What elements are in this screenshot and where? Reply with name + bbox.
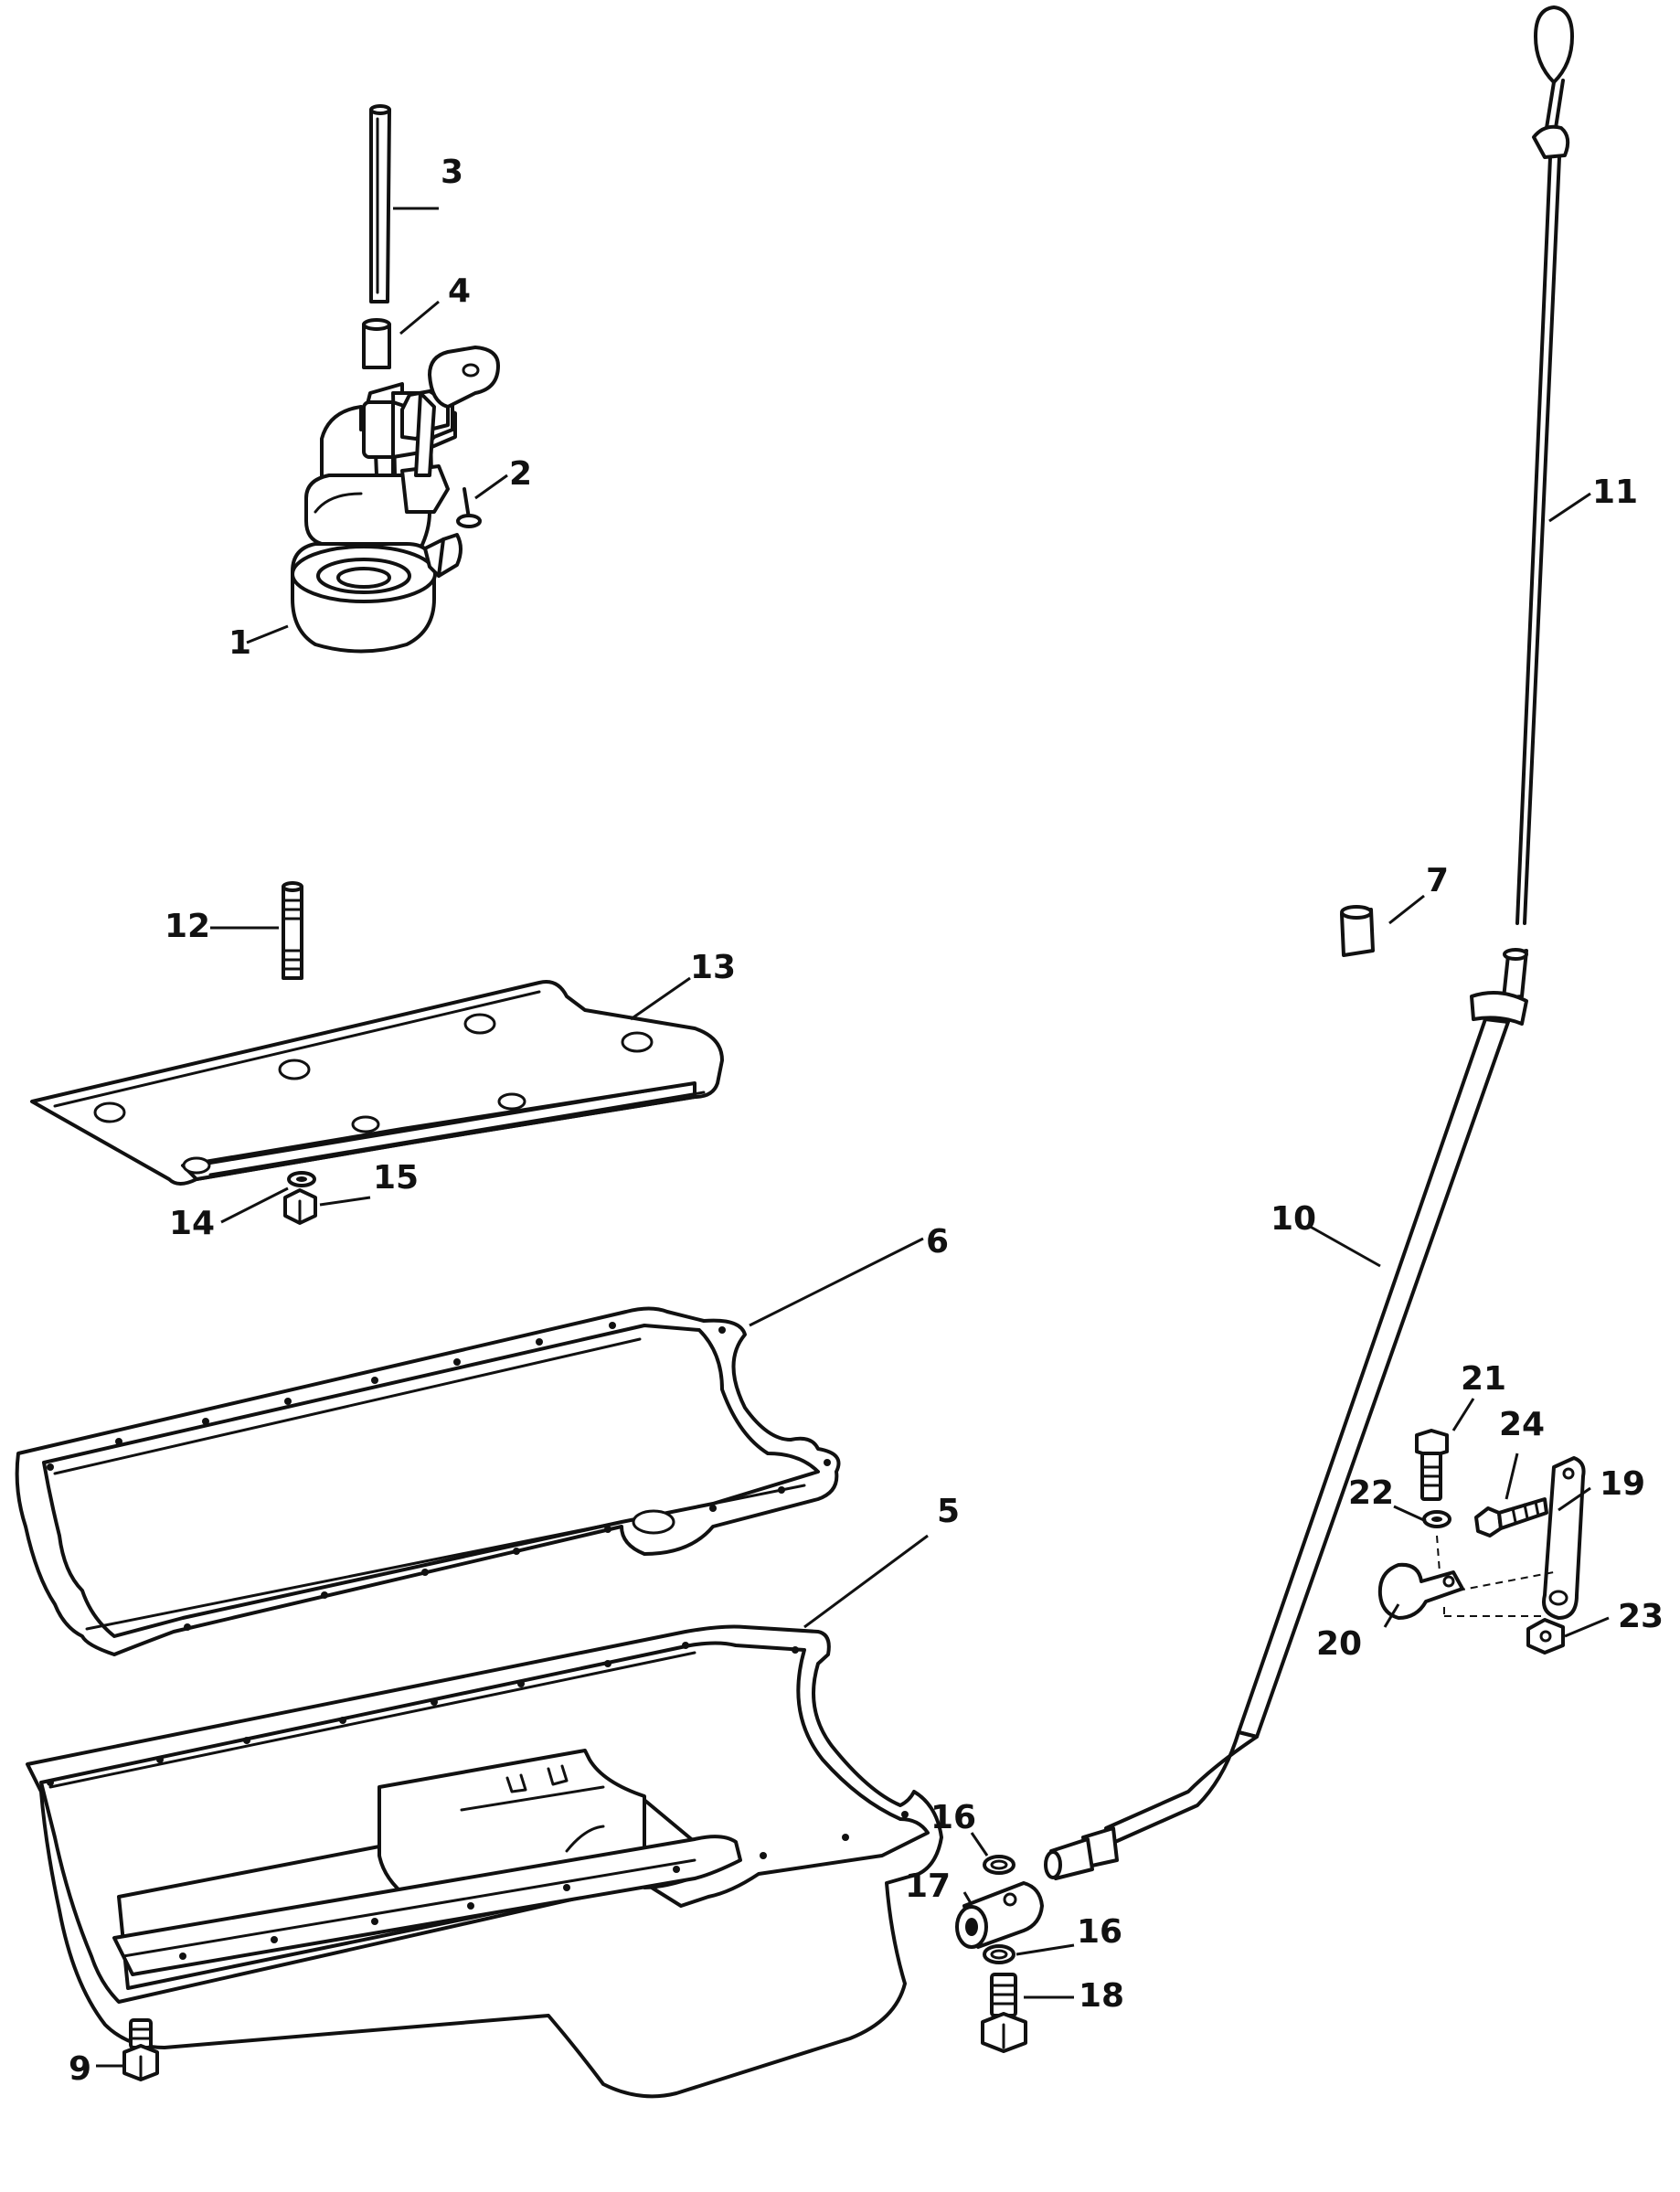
part-16-washer-upper (983, 1855, 1015, 1875)
leader-lines (96, 207, 1610, 2068)
callout-5: 5 (937, 1493, 960, 1530)
part-24-screw (1474, 1497, 1548, 1538)
part-4-collar (362, 318, 391, 369)
part-22-washer (1422, 1510, 1451, 1528)
part-11-dipstick (1515, 5, 1574, 925)
callout-14: 14 (169, 1205, 215, 1242)
part-3-pickup-shaft (369, 104, 391, 303)
part-6-gasket (15, 1306, 841, 1656)
callout-17: 17 (905, 1867, 951, 1905)
callout-4: 4 (448, 272, 471, 310)
part-15-nut (283, 1188, 317, 1225)
part-20-clamp (1377, 1562, 1464, 1620)
part-2-bolt (456, 487, 482, 528)
part-12-stud (282, 881, 303, 980)
callout-10: 10 (1271, 1200, 1316, 1238)
part-23-nut (1526, 1618, 1565, 1655)
callout-20: 20 (1316, 1625, 1362, 1663)
part-5-oil-pan (26, 1624, 943, 2099)
part-9-drain-bolt (122, 2018, 159, 2081)
callout-9: 9 (69, 2050, 91, 2088)
part-17-adapter (955, 1881, 1044, 1949)
assembly-dashed-lines (1436, 1535, 1555, 1617)
part-1-oil-pump (291, 346, 500, 654)
part-18-fitting-bolt (981, 1973, 1027, 2053)
callout-24: 24 (1499, 1406, 1545, 1443)
callout-16a: 16 (930, 1799, 976, 1836)
part-16-washer-lower (983, 1944, 1015, 1964)
callout-22: 22 (1348, 1474, 1394, 1512)
gasket-bolt-holes (47, 1322, 831, 1631)
callout-12: 12 (165, 908, 210, 945)
callout-6: 6 (926, 1223, 949, 1261)
callout-2: 2 (509, 455, 532, 493)
callout-3: 3 (441, 154, 463, 191)
callout-11: 11 (1592, 474, 1638, 511)
callout-21: 21 (1461, 1360, 1506, 1398)
callout-1: 1 (229, 624, 251, 662)
callout-16b: 16 (1077, 1913, 1122, 1951)
callout-13: 13 (690, 949, 736, 986)
callout-18: 18 (1079, 1977, 1124, 2015)
callout-19: 19 (1600, 1465, 1645, 1503)
callout-15: 15 (373, 1159, 419, 1197)
callout-labels: 1 2 3 4 5 6 7 9 10 11 12 13 14 15 16 16 … (69, 154, 1664, 2088)
part-7-bushing (1340, 905, 1375, 957)
part-14-washer (287, 1171, 316, 1187)
part-13-windage-tray (30, 980, 724, 1186)
callout-7: 7 (1426, 862, 1449, 899)
part-10-dipstick-tube (1044, 948, 1528, 1880)
part-19-bracket (1542, 1456, 1586, 1620)
part-21-bolt (1415, 1429, 1449, 1501)
pan-bolt-holes (47, 1642, 909, 1960)
callout-23: 23 (1618, 1598, 1664, 1635)
